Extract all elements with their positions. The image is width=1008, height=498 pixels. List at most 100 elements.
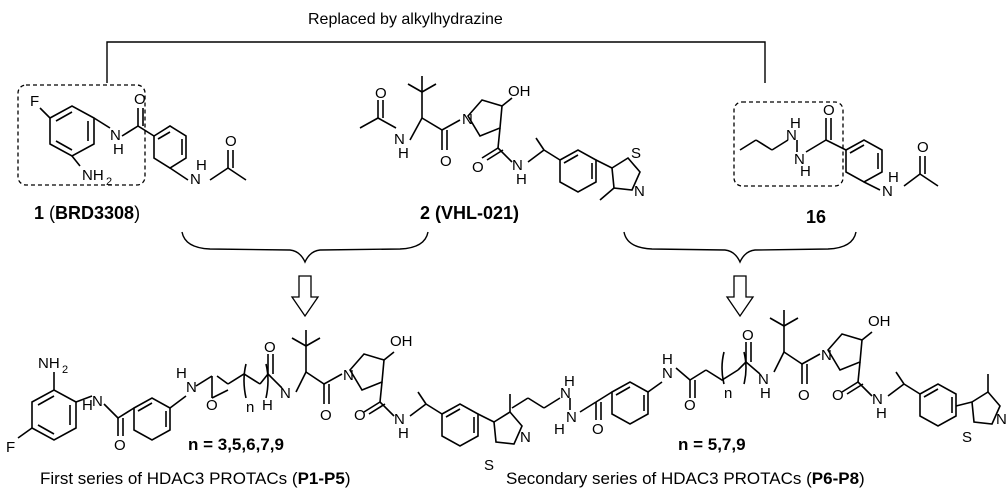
compound-16-label: 16 <box>806 208 826 226</box>
caption-first-series: First series of HDAC3 PROTACs (P1-P5) <box>40 470 350 487</box>
atom-oxygen: O <box>375 85 387 102</box>
atom-hydrogen: H <box>516 171 527 188</box>
atom-nitrogen: N <box>996 411 1007 428</box>
compound-1-close-paren: ) <box>134 203 141 223</box>
caption-first-range: P1-P5 <box>297 469 345 488</box>
caption-second-series: Secondary series of HDAC3 PROTACs (P6-P8… <box>506 470 865 487</box>
atom-nitrogen: N <box>560 385 571 402</box>
caption-second-suffix: ) <box>859 469 865 488</box>
atom-nitrogen: N <box>394 411 405 428</box>
atom-nitrogen: N <box>190 171 201 188</box>
atom-oxygen: O <box>354 407 366 424</box>
atom-nitrogen: N <box>110 127 121 144</box>
structure-16-atoms: H N N H O N H O <box>786 102 929 200</box>
atom-nitrogen: N <box>512 157 523 174</box>
atom-oxygen: O <box>114 437 126 454</box>
atom-oxygen: O <box>134 91 146 108</box>
atom-nitrogen: N <box>92 393 103 410</box>
compound-16-name: 16 <box>806 207 827 227</box>
atom-oxygen: O <box>206 397 218 414</box>
atom-oxygen: O <box>742 327 754 344</box>
atom-hydrogen: H <box>554 421 565 438</box>
atom-nitrogen: N <box>280 385 291 402</box>
caption-first-suffix: ) <box>344 469 351 488</box>
condition-second-series: n = 5,7,9 <box>678 435 746 454</box>
structure-16 <box>739 118 939 191</box>
atom-hydrogen: H <box>196 157 207 174</box>
atom-subscript-n: n <box>246 399 254 416</box>
structure-2-atoms: O N H O N OH O N H S N <box>375 83 645 200</box>
atom-nitrogen: N <box>794 151 805 168</box>
atom-hydrogen: H <box>790 115 801 132</box>
braces <box>181 231 857 264</box>
atom-hydroxyl: OH <box>508 83 531 100</box>
atom-nitrogen: N <box>821 347 832 364</box>
atom-amine-subscript: 2 <box>62 364 68 376</box>
atom-hydrogen: H <box>262 397 273 414</box>
atom-subscript-n: n <box>724 385 732 402</box>
atom-amine-subscript: 2 <box>106 176 112 188</box>
condition-first-series: n = 3,5,6,7,9 <box>188 435 284 454</box>
atom-oxygen: O <box>225 133 237 150</box>
atom-oxygen: O <box>832 387 844 404</box>
compound-2-label: 2 (VHL-021) <box>420 204 519 222</box>
atom-hydrogen: H <box>800 163 811 180</box>
atom-hydrogen: H <box>176 365 187 382</box>
replaced-note: Replaced by alkylhydrazine <box>308 11 503 28</box>
atom-fluorine: F <box>6 439 15 456</box>
caption-second-prefix: Secondary series of HDAC3 PROTACs ( <box>506 469 812 488</box>
atom-amine: NH <box>38 355 60 372</box>
compound-1-name: BRD3308 <box>55 203 135 223</box>
atom-oxygen: O <box>472 159 484 176</box>
atom-sulfur: S <box>484 457 494 474</box>
structure-protac-2 <box>511 310 1001 427</box>
atom-nitrogen: N <box>662 365 673 382</box>
atom-nitrogen: N <box>758 371 769 388</box>
atom-hydrogen: H <box>662 351 673 368</box>
atom-hydrogen: H <box>398 425 409 442</box>
atom-nitrogen: N <box>566 409 577 426</box>
atom-nitrogen: N <box>394 131 405 148</box>
compound-1-number: 1 <box>34 203 45 223</box>
atom-oxygen: O <box>917 139 929 156</box>
atom-oxygen: O <box>320 407 332 424</box>
caption-second-range: P6-P8 <box>811 469 860 488</box>
atom-nitrogen: N <box>520 429 531 446</box>
atom-hydrogen: H <box>876 405 887 422</box>
arrow-2 <box>725 275 755 318</box>
atom-oxygen: O <box>798 387 810 404</box>
atom-sulfur: S <box>962 429 972 446</box>
caption-first-prefix: First series of HDAC3 PROTACs ( <box>40 469 298 488</box>
atom-hydrogen: H <box>888 169 899 186</box>
atom-hydrogen: H <box>760 385 771 402</box>
atom-hydrogen: H <box>564 373 575 390</box>
atom-sulfur: S <box>631 145 641 162</box>
atom-hydroxyl: OH <box>390 333 413 350</box>
atom-nitrogen: N <box>872 391 883 408</box>
atom-hydroxyl: OH <box>868 313 891 330</box>
atom-oxygen: O <box>440 153 452 170</box>
atom-hydrogen: H <box>398 145 409 162</box>
atom-nitrogen: N <box>186 379 197 396</box>
atom-nitrogen: N <box>462 111 473 128</box>
atom-fluorine: F <box>30 93 39 110</box>
structure-1-atoms: F NH 2 N H O N H O <box>30 91 237 188</box>
atom-nitrogen: N <box>786 127 797 144</box>
structure-protac-1-atoms: NH 2 F N H O N H O n O N H O N OH O N H … <box>6 333 531 474</box>
atom-oxygen: O <box>264 339 276 356</box>
connector-bracket <box>106 41 766 83</box>
compound-2-name: 2 (VHL-021) <box>420 203 520 223</box>
dashed-box-1 <box>17 84 146 186</box>
atom-hydrogen: H <box>82 397 93 414</box>
structure-protac-2-atoms: N H N H O N H O n O N H O N OH O N H S N <box>554 313 1007 446</box>
atom-oxygen: O <box>684 397 696 414</box>
compound-1-open-paren: ( <box>44 203 56 223</box>
structure-2 <box>359 76 641 201</box>
arrow-1 <box>290 275 320 318</box>
atom-amine: NH <box>82 167 104 184</box>
atom-nitrogen: N <box>634 183 645 200</box>
atom-oxygen: O <box>823 102 835 119</box>
dashed-box-16 <box>733 101 844 187</box>
atom-nitrogen: N <box>343 367 354 384</box>
